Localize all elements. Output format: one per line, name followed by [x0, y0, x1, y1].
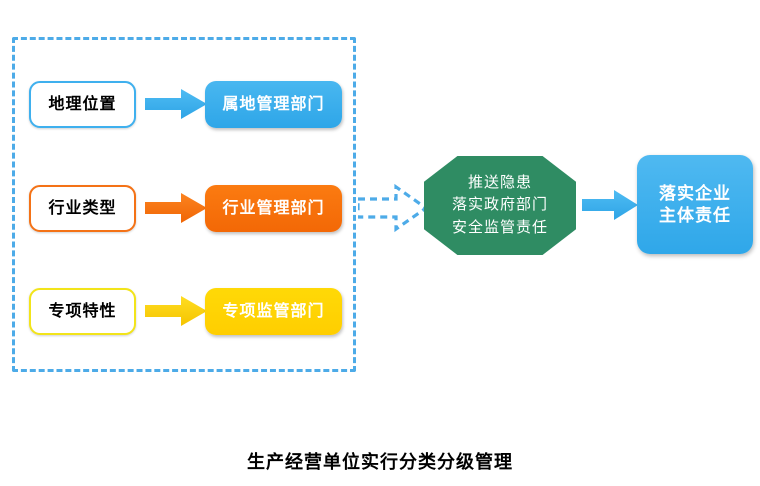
criterion-box-special-characteristics[interactable]: 专项特性 — [29, 288, 136, 335]
arrow-right-icon-to-result — [582, 188, 638, 222]
department-box-special-supervision[interactable]: 专项监管部门 — [205, 288, 342, 335]
department-box-territorial-management[interactable]: 属地管理部门 — [205, 81, 342, 128]
classification-criteria-group — [12, 37, 356, 372]
diagram-caption: 生产经营单位实行分类分级管理 — [247, 452, 513, 472]
arrow-right-icon-row1 — [145, 87, 207, 121]
octagon-push-hazard-government-duty[interactable]: 推送隐患 落实政府部门 安全监管责任 — [424, 156, 576, 255]
arrow-right-icon-row3 — [145, 294, 207, 328]
octagon-shape — [424, 156, 576, 255]
result-box-enterprise-responsibility[interactable]: 落实企业 主体责任 — [637, 155, 753, 254]
arrow-right-icon-row2 — [145, 191, 207, 225]
criterion-box-industry-type[interactable]: 行业类型 — [29, 185, 136, 232]
dashed-arrow-right-icon — [358, 182, 428, 234]
criterion-box-geographic-location[interactable]: 地理位置 — [29, 81, 136, 128]
department-box-industry-management[interactable]: 行业管理部门 — [205, 185, 342, 232]
octagon-label: 推送隐患 落实政府部门 安全监管责任 — [451, 173, 548, 236]
